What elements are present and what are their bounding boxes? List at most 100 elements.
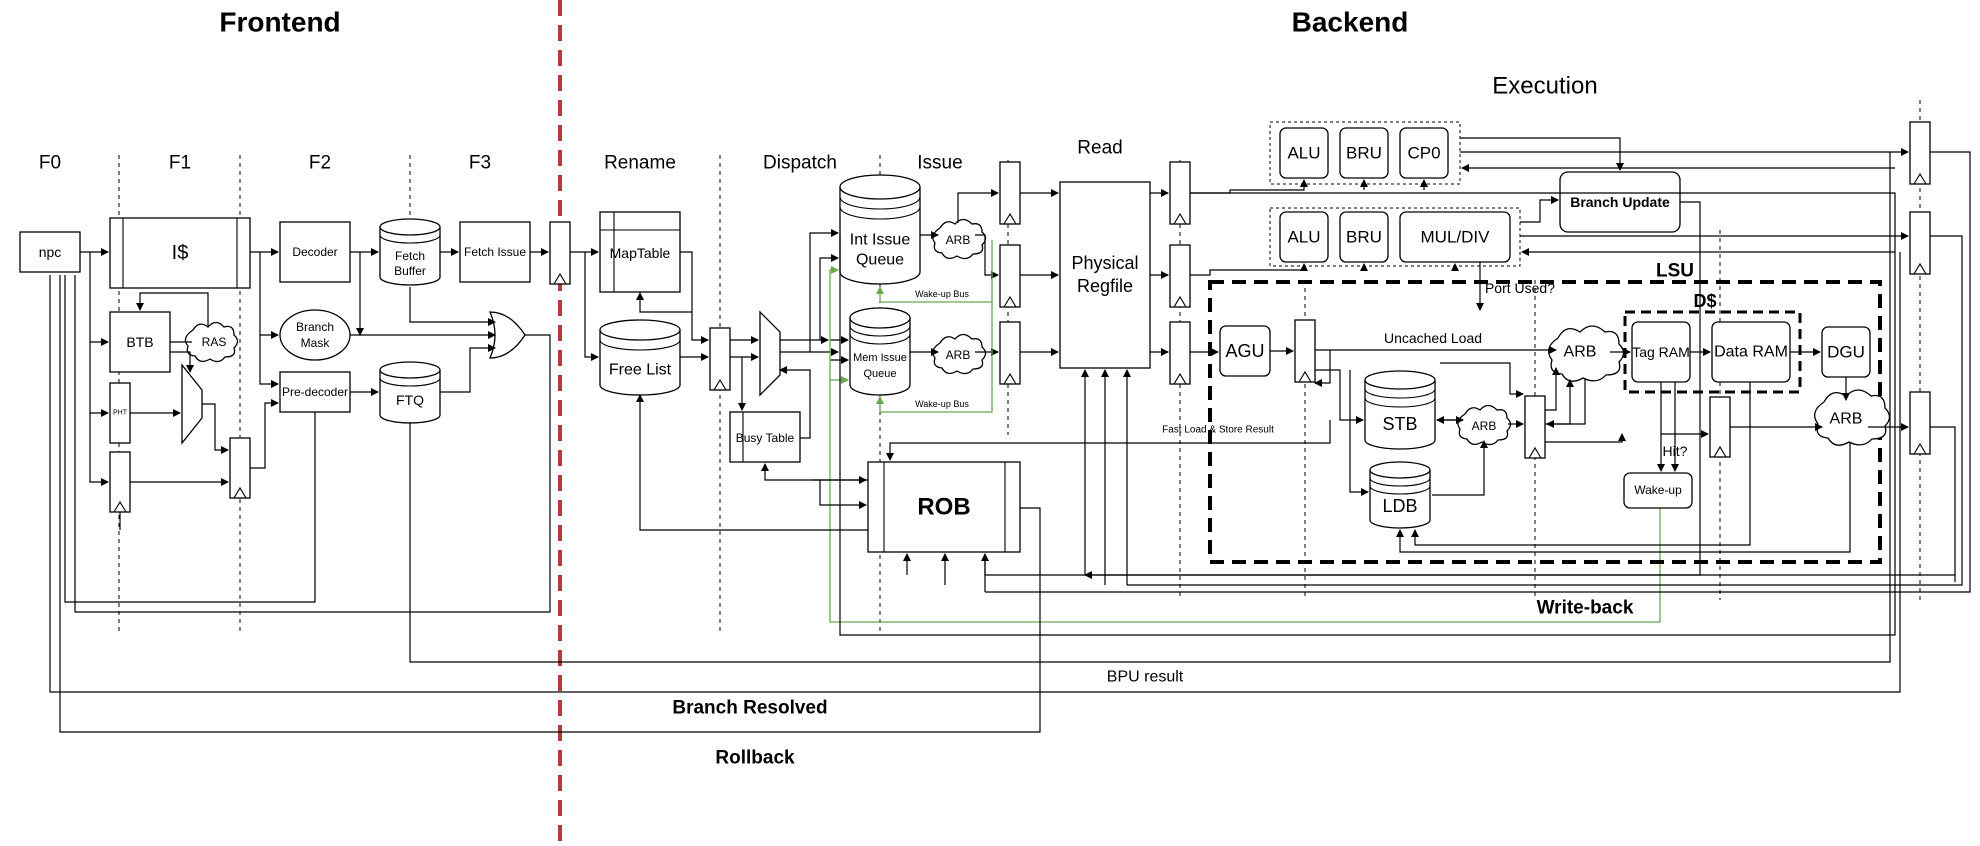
icache-block — [109, 217, 251, 289]
lsu-boundary — [1208, 280, 1882, 564]
wakeup-bus-wires — [829, 240, 1661, 623]
read-register-2 — [1169, 244, 1191, 308]
free-list-block — [599, 319, 681, 396]
stage-issue: Issue — [917, 153, 962, 174]
wakeup-bus-label-1: Wake-up Bus — [915, 289, 969, 299]
rename-pipeline-register — [709, 327, 731, 391]
backend-title: Backend — [1292, 7, 1409, 38]
dispatch-mux — [759, 310, 781, 397]
port-used-label: Port Used? — [1485, 280, 1555, 296]
ldb-label: LDB — [1382, 496, 1417, 516]
fetch-issue-block — [459, 221, 531, 283]
fetch-buffer-block — [379, 218, 441, 286]
npc-block — [19, 231, 81, 273]
read-wires — [1081, 189, 1169, 585]
bru-1-block — [1339, 127, 1389, 179]
data-ram-label: Data RAM — [1714, 344, 1788, 361]
rename-wires — [584, 251, 839, 439]
alu-2-label: ALU — [1287, 228, 1320, 247]
stage-read: Read — [1077, 138, 1122, 159]
or-gate — [489, 311, 526, 359]
lsu-wires — [1190, 346, 1956, 582]
wb-register-1 — [1909, 121, 1931, 185]
branch-mask-label-2: Mask — [301, 336, 331, 350]
physical-regfile-label-1: Physical — [1071, 253, 1138, 273]
busy-table-label: Busy Table — [736, 431, 795, 445]
decoder-label: Decoder — [292, 245, 337, 259]
cp0-block — [1399, 127, 1449, 179]
physical-regfile-label-2: Regfile — [1077, 276, 1133, 296]
branch-mask-label-1: Branch — [296, 320, 334, 334]
branch-resolved-label: Branch Resolved — [672, 698, 827, 719]
stage-dispatch: Dispatch — [763, 153, 837, 174]
lsu-arb-3-label: ARB — [1830, 411, 1863, 428]
int-issue-queue-block — [839, 174, 921, 285]
ras-block — [184, 321, 239, 363]
agu-register — [1294, 319, 1316, 383]
stb-block — [1364, 370, 1436, 450]
mem-issue-queue-label-2: Queue — [863, 368, 896, 380]
rob-block — [867, 461, 1021, 553]
mem-issue-queue-block — [849, 307, 911, 396]
lsu-arb-2-label: ARB — [1564, 344, 1597, 361]
wake-up-label: Wake-up — [1634, 483, 1682, 497]
mul-div-label: MUL/DIV — [1421, 228, 1491, 247]
bru-1-label: BRU — [1346, 144, 1382, 163]
btb-label: BTB — [126, 334, 153, 350]
cp0-label: CP0 — [1407, 144, 1440, 163]
int-arb-label: ARB — [946, 233, 971, 247]
write-back-label: Write-back — [1537, 598, 1634, 619]
ras-label: RAS — [202, 335, 227, 349]
lsu-arb-3-block — [1813, 389, 1891, 446]
int-issue-queue-label-1: Int Issue — [850, 232, 911, 249]
issue-register-2 — [999, 244, 1021, 308]
int-issue-queue-label-2: Queue — [856, 252, 904, 269]
mem-arb-label: ARB — [946, 348, 971, 362]
ldb-block — [1369, 461, 1431, 529]
frontend-wires — [64, 248, 599, 613]
predecoder-block — [279, 371, 351, 413]
busy-table-block — [729, 411, 801, 463]
alu-1-label: ALU — [1287, 144, 1320, 163]
npc-label: npc — [39, 244, 62, 260]
branch-mask-block — [279, 309, 351, 361]
fetch-buffer-label-1: Fetch — [395, 249, 425, 263]
mem-arb-block — [932, 333, 987, 375]
stage-f1: F1 — [169, 153, 191, 174]
wb-register-2 — [1909, 211, 1931, 275]
fast-load-label: Fast Load & Store Result — [1162, 425, 1274, 436]
dcache-label: D$ — [1693, 291, 1716, 311]
maptable-label: MapTable — [610, 245, 671, 261]
lsu-arb-1-block — [1457, 404, 1512, 446]
execution-title: Execution — [1492, 73, 1597, 100]
pht-label: PHT — [113, 410, 128, 417]
branch-update-label: Branch Update — [1570, 194, 1670, 210]
uncached-load-label: Uncached Load — [1384, 330, 1482, 346]
stb-label: STB — [1382, 414, 1417, 434]
agu-label: AGU — [1225, 341, 1264, 361]
bpu-result-label: BPU result — [1107, 669, 1184, 686]
stage-rename: Rename — [604, 153, 676, 174]
rob-wires — [59, 275, 1331, 733]
mul-div-block — [1399, 211, 1511, 263]
btb-mux — [181, 363, 203, 445]
dgu-label: DGU — [1827, 343, 1865, 362]
ftq-label: FTQ — [396, 392, 424, 408]
issue-wires — [809, 189, 1059, 364]
predecoder-label: Pre-decoder — [282, 385, 348, 399]
lsu-register-1 — [1524, 395, 1546, 459]
mem-issue-queue-label-1: Mem Issue — [853, 352, 907, 364]
tag-ram-label: Tag RAM — [1632, 344, 1690, 360]
lsu-arb-1-label: ARB — [1472, 419, 1497, 433]
f3-pipeline-register — [549, 221, 571, 285]
int-arb-block — [932, 218, 987, 260]
rollback-label: Rollback — [715, 748, 795, 769]
stage-f2: F2 — [309, 153, 331, 174]
fetch-buffer-label-2: Buffer — [394, 264, 426, 278]
rob-label: ROB — [917, 494, 970, 521]
stage-f3: F3 — [469, 153, 491, 174]
writeback-wires — [49, 151, 1971, 693]
free-list-label: Free List — [609, 362, 672, 379]
bru-2-label: BRU — [1346, 228, 1382, 247]
